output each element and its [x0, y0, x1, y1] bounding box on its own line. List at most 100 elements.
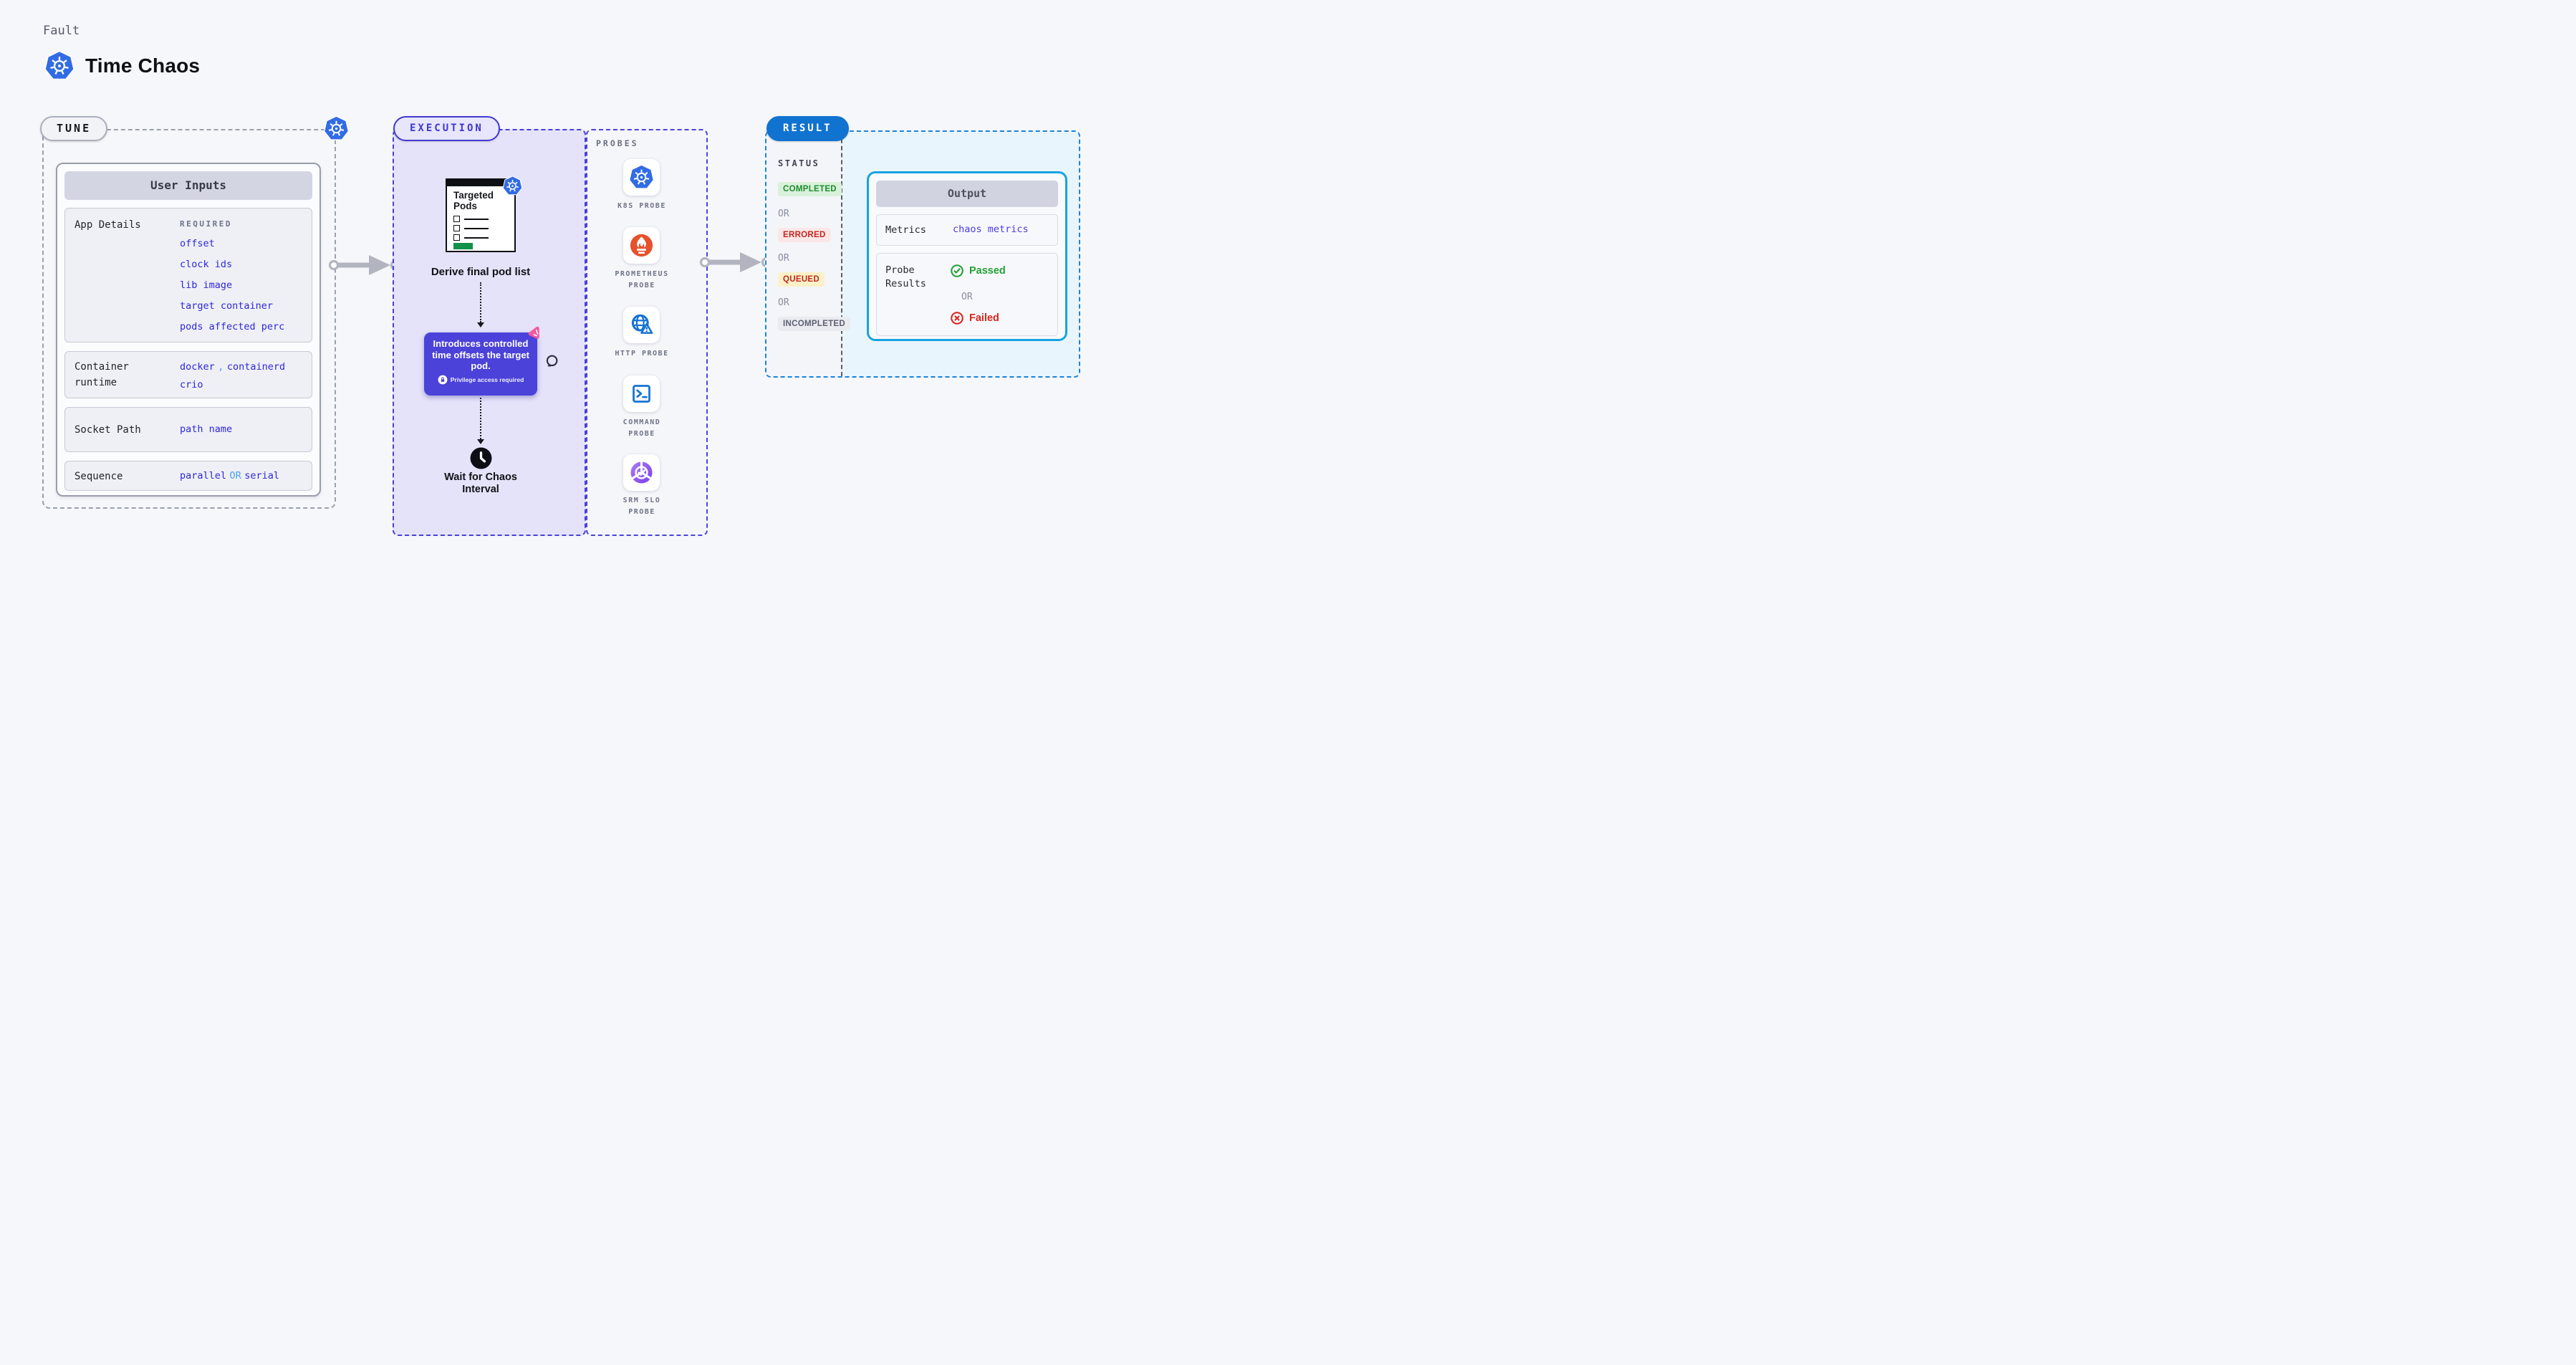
fault-variable-link: pods affected perc: [180, 321, 285, 332]
probe-label: PROMETHEUS PROBE: [615, 270, 669, 289]
progress-bar: [453, 243, 473, 249]
sequence-values: parallel OR serial: [180, 469, 279, 482]
probe-results-row: Probe Results Passed OR Failed: [876, 253, 1058, 336]
result-badge: RESULT: [766, 116, 849, 141]
diagram-canvas: Fault Time Chaos TUNE User Inputs App De…: [0, 0, 1115, 590]
status-badge-completed: COMPLETED: [778, 182, 842, 196]
value-separator: ,: [218, 361, 224, 373]
terminal-icon: [628, 380, 655, 407]
probe-label: K8S PROBE: [617, 202, 666, 210]
checkbox-icon: [453, 216, 460, 222]
fault-variable-link: crio: [180, 379, 203, 391]
flow-arrow: [328, 252, 401, 279]
passed-result: Passed: [950, 264, 1006, 278]
window-topbar: [447, 180, 514, 186]
fault-variable-link: lib image: [180, 279, 233, 291]
tune-section-box: [42, 129, 336, 509]
list-line: [464, 228, 489, 229]
status-badge-incompleted: INCOMPLETED: [778, 317, 850, 331]
fault-variable-link: containerd: [226, 361, 286, 373]
probe-card-command: [623, 375, 660, 412]
targeted-pods-card: Targeted Pods: [446, 178, 516, 252]
checkbox-icon: [453, 234, 460, 241]
list-line: [464, 237, 489, 239]
probe-label: COMMAND PROBE: [623, 418, 661, 438]
fault-variable-link: target container: [180, 300, 274, 312]
kubernetes-icon: [502, 176, 523, 196]
x-circle-icon: [950, 311, 964, 325]
status-title: STATUS: [778, 158, 820, 168]
targeted-pods-title: Targeted Pods: [453, 190, 494, 211]
failed-label: Failed: [969, 312, 999, 324]
container-runtime-row: Container runtime docker , containerd cr…: [64, 351, 312, 398]
metrics-row: Metrics chaos metrics: [876, 214, 1058, 246]
app-details-row: App Details REQUIRED offset clock ids li…: [64, 208, 312, 343]
fault-eyebrow: Fault: [43, 24, 80, 38]
metrics-label: Metrics: [885, 224, 926, 236]
row-label: Container runtime: [75, 361, 129, 388]
metrics-value-link: chaos metrics: [953, 224, 1029, 235]
probe-card-k8s: [623, 159, 660, 196]
fault-description-tooltip: Introduces controlled time offsets the t…: [424, 332, 537, 396]
clock-icon: [469, 446, 493, 470]
privilege-note-text: Privilege access required: [450, 375, 524, 383]
status-badge-errored: ERRORED: [778, 228, 831, 242]
fault-variable-link: clock ids: [180, 259, 233, 270]
derive-pod-list-label: Derive final pod list: [431, 266, 531, 278]
output-panel: Output Metrics chaos metrics Probe Resul…: [867, 171, 1067, 341]
probe-results-label: Probe Results: [885, 264, 926, 289]
kubernetes-icon: [323, 115, 350, 142]
wait-interval-label: Wait for Chaos Interval: [444, 471, 517, 495]
fault-variable-link: docker: [180, 361, 215, 373]
output-title: Output: [876, 181, 1058, 207]
arrowhead-icon: [477, 322, 484, 327]
row-label: Sequence: [75, 471, 123, 482]
status-column-bg: [766, 132, 841, 376]
or-label: OR: [778, 253, 789, 264]
sequence-row: Sequence parallel OR serial: [64, 461, 312, 491]
probes-title: PROBES: [596, 138, 639, 148]
refresh-loop-icon: [544, 353, 560, 369]
list-line: [464, 219, 489, 220]
or-label: OR: [778, 209, 789, 219]
checkbox-icon: [453, 225, 460, 231]
privilege-note: Privilege access required: [430, 375, 532, 385]
dotted-connector: [480, 282, 481, 322]
probe-card-prometheus: [623, 227, 660, 264]
required-tag: REQUIRED: [180, 219, 232, 229]
arrowhead-icon: [477, 439, 484, 444]
lock-icon: [438, 375, 448, 385]
http-globe-icon: [628, 312, 655, 338]
probe-label: HTTP PROBE: [615, 350, 669, 358]
column-divider: [841, 132, 842, 376]
row-label: Socket Path: [75, 424, 141, 436]
user-inputs-title: User Inputs: [64, 171, 312, 200]
fault-variable-link: serial: [244, 470, 279, 482]
slo-pie-icon: [628, 459, 655, 486]
passed-label: Passed: [969, 265, 1006, 277]
dotted-connector: [480, 398, 481, 439]
page-title: Time Chaos: [85, 54, 201, 77]
fault-variable-link: offset: [180, 238, 215, 249]
tooltip-text: Introduces controlled time offsets the t…: [432, 338, 529, 371]
or-label: OR: [961, 292, 973, 302]
execution-badge: EXECUTION: [393, 116, 500, 141]
flow-arrow: [699, 249, 772, 276]
probe-label: SRM SLO PROBE: [623, 497, 661, 516]
or-label: OR: [778, 297, 789, 308]
row-label: App Details: [75, 219, 141, 231]
kubernetes-icon: [628, 164, 655, 191]
or-connector: OR: [229, 470, 241, 482]
check-circle-icon: [950, 264, 964, 278]
kubernetes-icon: [44, 50, 75, 82]
prometheus-icon: [628, 232, 655, 259]
socket-path-row: Socket Path path name: [64, 407, 312, 452]
fault-variable-link: parallel: [180, 470, 227, 482]
status-badge-queued: QUEUED: [778, 272, 825, 287]
user-inputs-card: User Inputs App Details REQUIRED offset …: [56, 163, 321, 497]
chaos-icon: [525, 323, 543, 341]
probe-card-http: [623, 307, 660, 343]
runtime-values: docker , containerd: [180, 360, 285, 373]
probe-card-srm-slo: [623, 454, 660, 491]
fault-variable-link: path name: [180, 423, 233, 435]
